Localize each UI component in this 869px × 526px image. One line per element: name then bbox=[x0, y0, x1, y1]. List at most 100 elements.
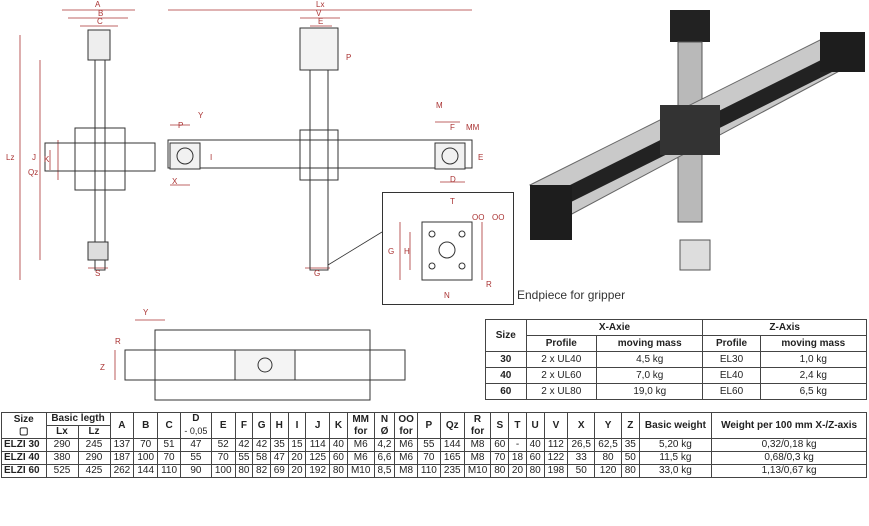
front-view-drawing: Lx V E P Y P X I M F MM E D G bbox=[167, 0, 483, 278]
col-mm-sub: for bbox=[354, 425, 368, 437]
detail-caption: Endpiece for gripper bbox=[517, 288, 626, 302]
cell: 2 x UL60 bbox=[525, 367, 598, 384]
cell: 7,0 kg bbox=[596, 367, 704, 384]
col-profile: Profile bbox=[702, 335, 761, 352]
col-f: F bbox=[234, 412, 254, 439]
dim-label: Qz bbox=[28, 168, 38, 177]
cell: 137 bbox=[109, 438, 135, 452]
cell: 11,5 kg bbox=[638, 451, 713, 465]
col-qz: Qz bbox=[439, 412, 465, 439]
dim-label: S bbox=[95, 269, 100, 278]
cell: - bbox=[508, 438, 527, 452]
cell: 50 bbox=[567, 464, 596, 478]
cell: 62,5 bbox=[594, 438, 622, 452]
cell: 90 bbox=[180, 464, 212, 478]
col-d-label: D bbox=[192, 413, 200, 424]
dim-label: G bbox=[388, 247, 394, 256]
col-size-symbol: ▢ bbox=[19, 425, 29, 437]
dim-label: F bbox=[450, 123, 455, 132]
dim-label: T bbox=[450, 197, 455, 206]
row-name: ELZI 30 bbox=[1, 438, 47, 452]
cell: 187 bbox=[109, 451, 135, 465]
cell: 0,68/0,3 kg bbox=[711, 451, 867, 465]
cell: 15 bbox=[287, 438, 307, 452]
row-size: 60 bbox=[485, 383, 527, 400]
dim-label: I bbox=[210, 153, 212, 162]
cell: 4,5 kg bbox=[596, 351, 704, 368]
col-n-label: N bbox=[380, 413, 389, 425]
dim-label: C bbox=[97, 17, 103, 26]
dim-label: Lz bbox=[6, 153, 14, 162]
col-e: E bbox=[210, 412, 236, 439]
col-n-sub: Ø bbox=[380, 425, 389, 437]
cell: 51 bbox=[157, 438, 182, 452]
col-lx: Lx bbox=[45, 425, 79, 439]
cell: 33,0 kg bbox=[638, 464, 713, 478]
cell: 55 bbox=[416, 438, 441, 452]
cell: 1,0 kg bbox=[759, 351, 868, 368]
dim-label: Z bbox=[100, 363, 105, 372]
row-name: ELZI 60 bbox=[1, 464, 47, 478]
col-d: D- 0,05 bbox=[180, 412, 212, 439]
col-z: Z bbox=[620, 412, 640, 439]
cell: 18 bbox=[508, 451, 527, 465]
cell: 1,13/0,67 kg bbox=[711, 464, 867, 478]
row-size: 40 bbox=[485, 367, 527, 384]
dim-label: E bbox=[478, 153, 483, 162]
cell: 120 bbox=[594, 464, 622, 478]
cell: 2 x UL80 bbox=[525, 383, 598, 400]
col-size: Size bbox=[485, 319, 527, 352]
col-moving-mass: moving mass bbox=[596, 335, 704, 352]
cell: 198 bbox=[543, 464, 569, 478]
dim-label: V bbox=[316, 9, 322, 18]
dim-label: G bbox=[314, 269, 320, 278]
cell: 19,0 kg bbox=[596, 383, 704, 400]
col-c: C bbox=[157, 412, 182, 439]
cell: 525 bbox=[45, 464, 79, 478]
cell: 6,5 kg bbox=[759, 383, 868, 400]
cell: 20 bbox=[287, 451, 307, 465]
dim-label: X bbox=[172, 177, 178, 186]
bottom-view-drawing: Y R Z bbox=[100, 308, 406, 401]
cell: 5,20 kg bbox=[638, 438, 713, 452]
col-r-label: R bbox=[473, 413, 482, 425]
cell: 42 bbox=[234, 438, 254, 452]
cell: 80 bbox=[329, 464, 348, 478]
cell: 47 bbox=[180, 438, 212, 452]
cell: EL60 bbox=[702, 383, 761, 400]
table-row: 30 2 x UL40 4,5 kg EL30 1,0 kg bbox=[485, 351, 868, 368]
col-a: A bbox=[109, 412, 135, 439]
cell: 55 bbox=[180, 451, 212, 465]
cell: 35 bbox=[620, 438, 640, 452]
cell: 40 bbox=[329, 438, 348, 452]
cell: 125 bbox=[305, 451, 331, 465]
cell: M6 bbox=[394, 451, 418, 465]
col-size-label: Size bbox=[13, 413, 34, 425]
cell: 122 bbox=[543, 451, 569, 465]
col-t: T bbox=[508, 412, 527, 439]
dim-label: Y bbox=[143, 308, 149, 317]
dim-label: D bbox=[450, 175, 456, 184]
col-g: G bbox=[252, 412, 271, 439]
cell: EL40 bbox=[702, 367, 761, 384]
cell: M10 bbox=[346, 464, 375, 478]
cell: 80 bbox=[620, 464, 640, 478]
cell: 290 bbox=[77, 451, 111, 465]
cell: 262 bbox=[109, 464, 135, 478]
cell: 114 bbox=[305, 438, 331, 452]
cell: 144 bbox=[133, 464, 159, 478]
col-s: S bbox=[490, 412, 510, 439]
cell: M6 bbox=[346, 438, 375, 452]
cell: 52 bbox=[210, 438, 236, 452]
cell: 245 bbox=[77, 438, 111, 452]
dim-label: J bbox=[32, 153, 36, 162]
col-r-sub: for bbox=[470, 425, 485, 437]
cell: 4,2 bbox=[373, 438, 396, 452]
cell: 290 bbox=[45, 438, 79, 452]
dim-label: N bbox=[444, 291, 450, 300]
cell: 70 bbox=[490, 451, 510, 465]
